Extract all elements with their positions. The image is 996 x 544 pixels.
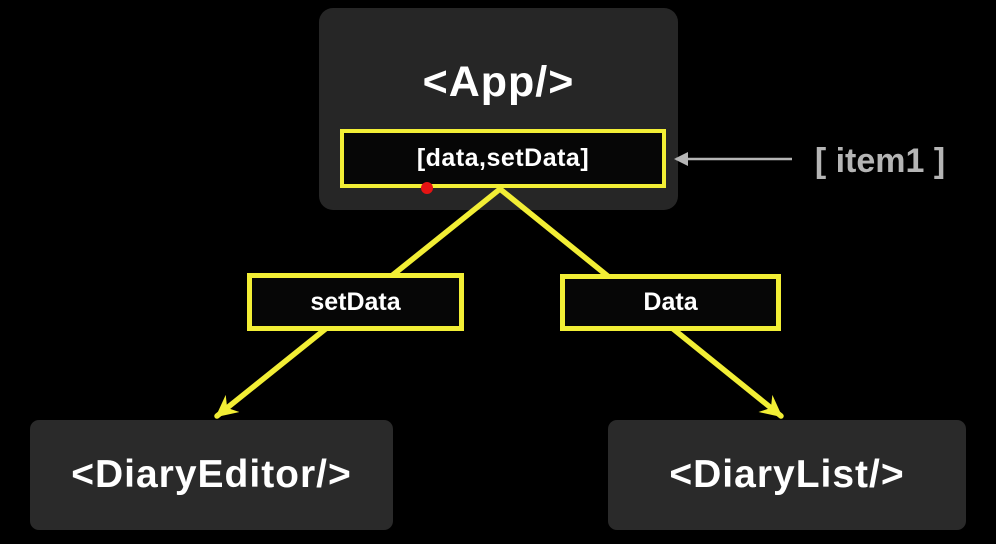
app-component-label: <App/> bbox=[422, 57, 575, 106]
diary-list-node: <DiaryList/> bbox=[608, 420, 966, 530]
diary-editor-label: <DiaryEditor/> bbox=[71, 453, 352, 496]
state-hook-label: [data,setData] bbox=[416, 144, 590, 172]
diary-editor-node: <DiaryEditor/> bbox=[30, 420, 393, 530]
data-prop-box: Data bbox=[560, 274, 781, 331]
state-hook-box: [data,setData] bbox=[340, 129, 666, 188]
diary-list-label: <DiaryList/> bbox=[669, 453, 905, 496]
setdata-prop-box: setData bbox=[247, 273, 464, 331]
red-dot-marker bbox=[421, 182, 433, 194]
item1-annotation: [ item1 ] bbox=[814, 141, 946, 180]
data-prop-label: Data bbox=[643, 288, 698, 316]
setdata-prop-label: setData bbox=[310, 287, 401, 316]
